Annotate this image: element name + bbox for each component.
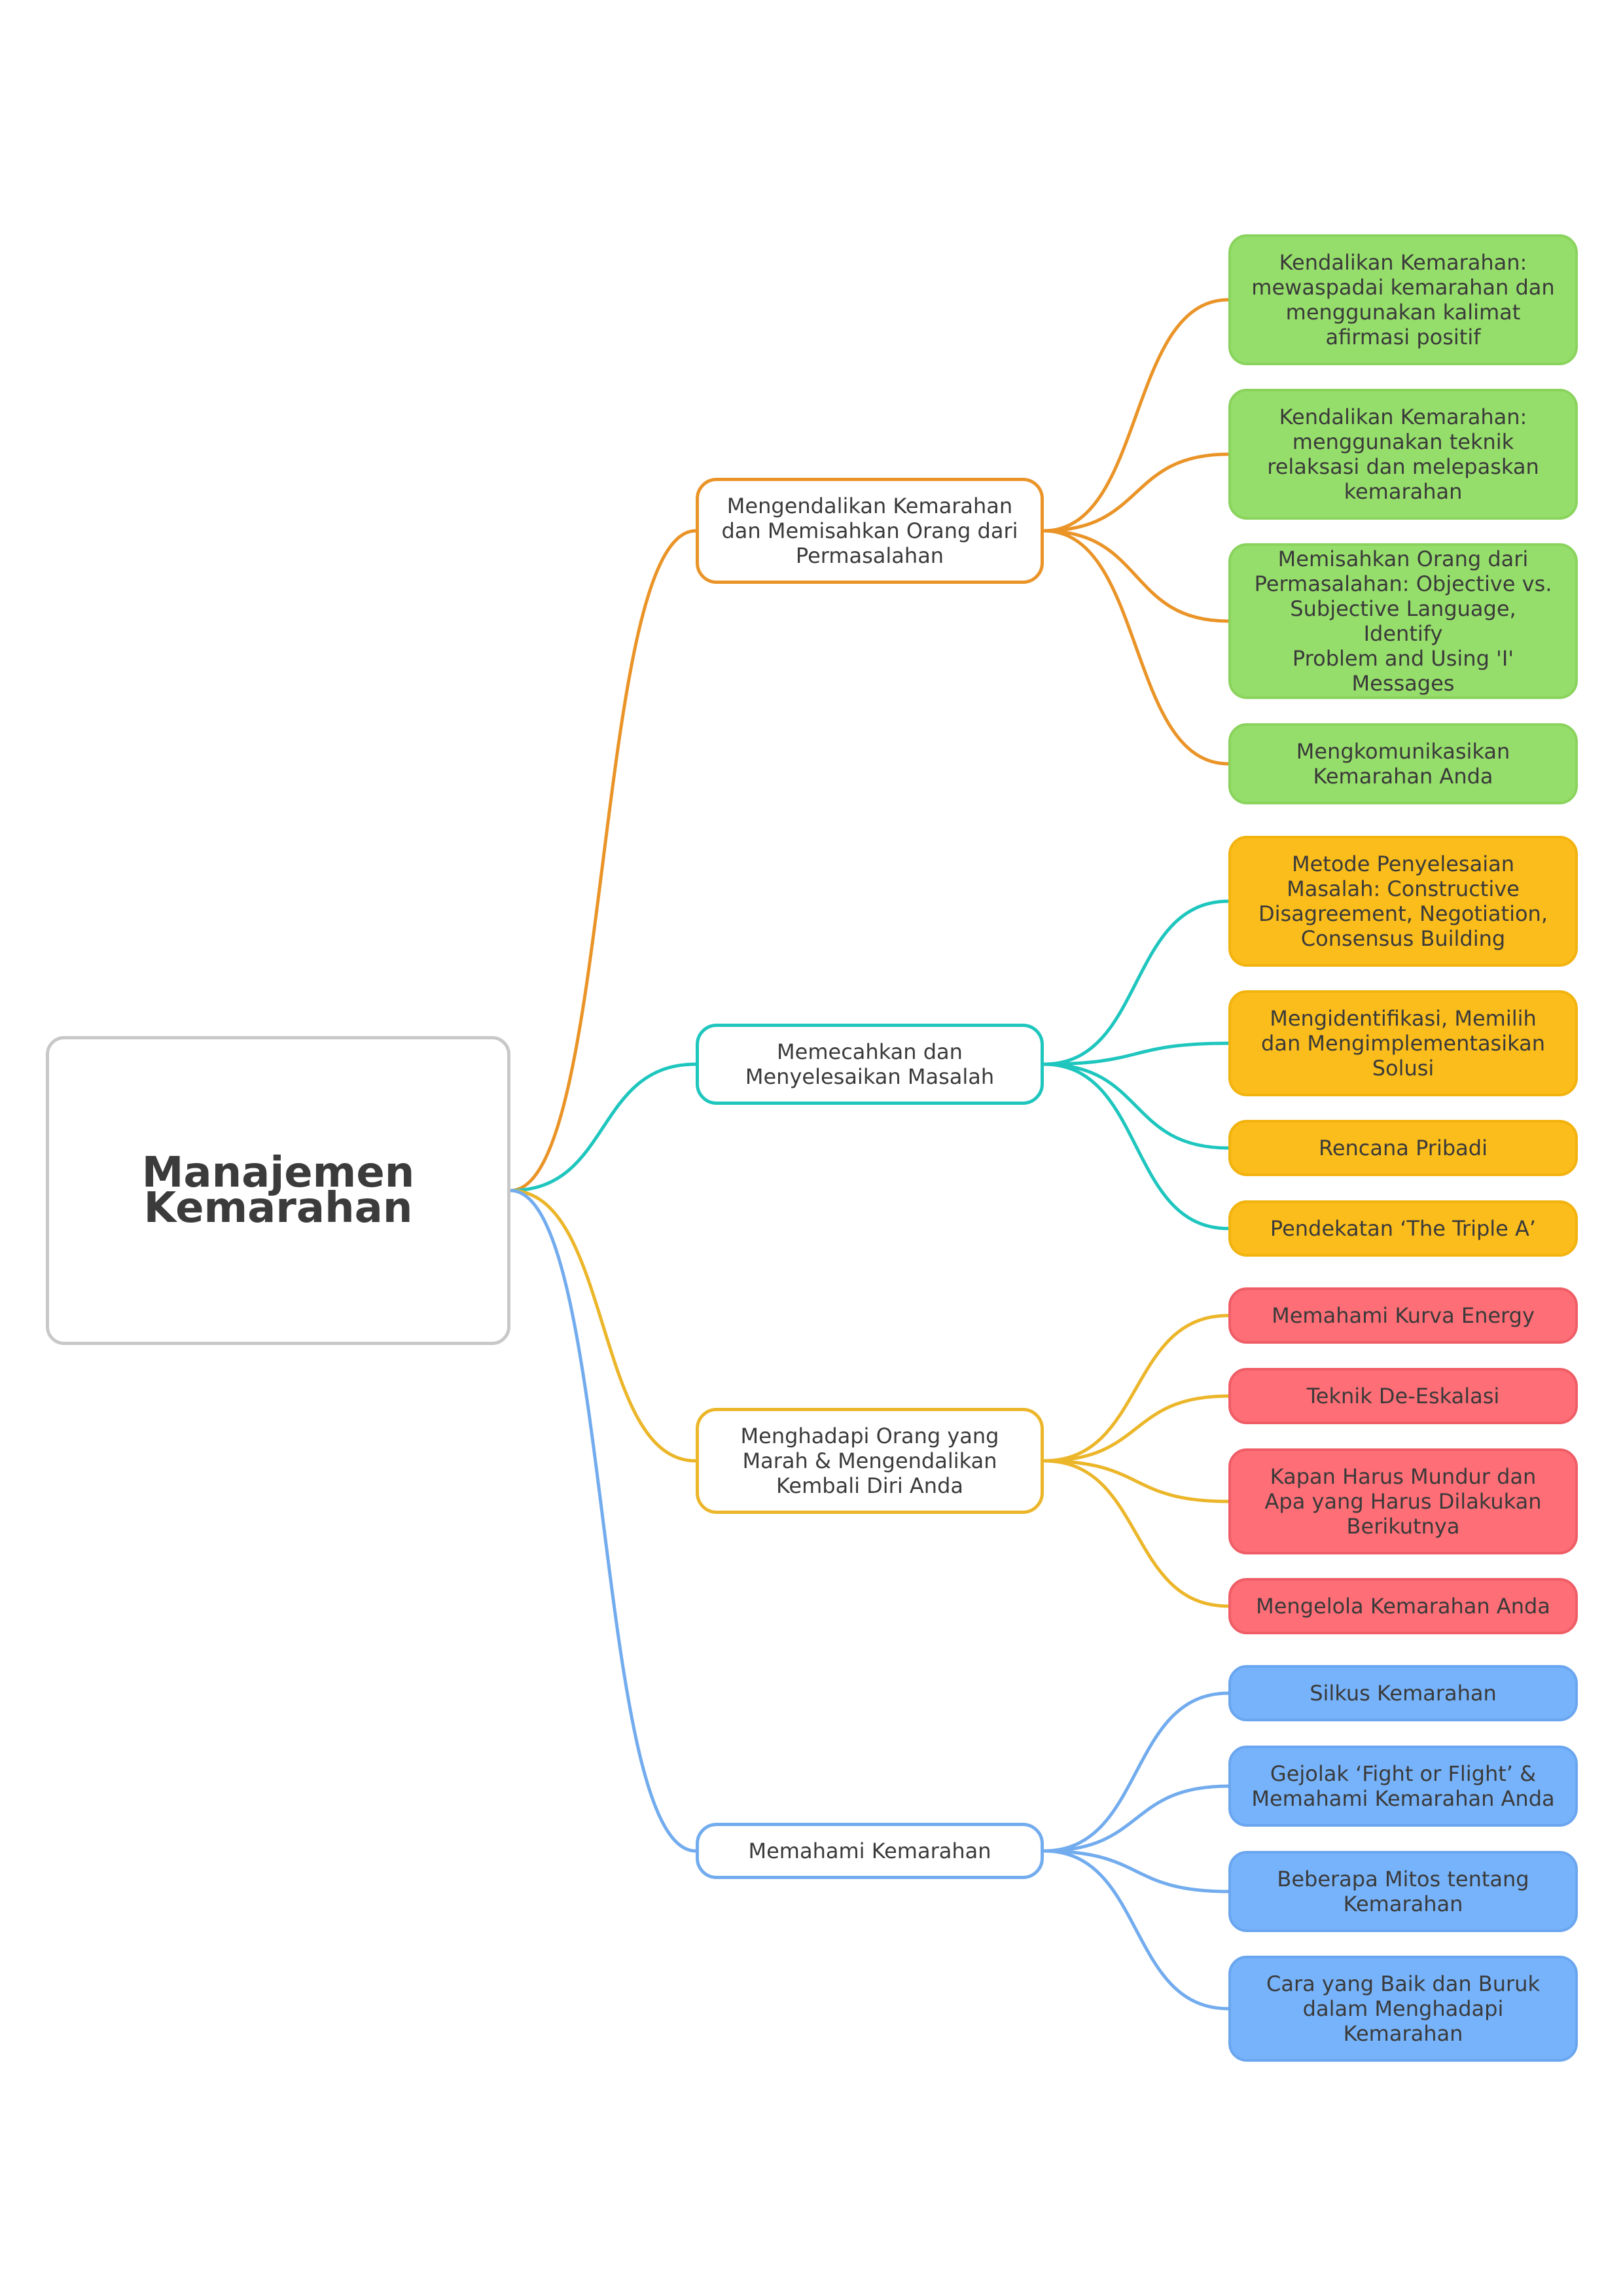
leaf-topic-2-0[interactable]: Memahami Kurva Energy <box>1228 1287 1578 1344</box>
branch-topic-1[interactable]: Memecahkan dan Menyelesaikan Masalah <box>696 1024 1044 1105</box>
leaf-topic-0-1[interactable]: Kendalikan Kemarahan: menggunakan teknik… <box>1228 389 1578 520</box>
connector-branch-3-leaf-3 <box>1042 1849 1230 2011</box>
leaf-topic-2-2[interactable]: Kapan Harus Mundur dan Apa yang Harus Di… <box>1228 1448 1578 1554</box>
branch-topic-3[interactable]: Memahami Kemarahan <box>696 1823 1044 1879</box>
leaf-topic-3-1[interactable]: Gejolak ‘Fight or Flight’ & Memahami Kem… <box>1228 1746 1578 1827</box>
leaf-topic-3-2[interactable]: Beberapa Mitos tentang Kemarahan <box>1228 1851 1578 1932</box>
connector-branch-1-leaf-2 <box>1042 1062 1230 1150</box>
connector-branch-2-leaf-1 <box>1042 1394 1230 1463</box>
leaf-topic-1-3[interactable]: Pendekatan ‘The Triple A’ <box>1228 1200 1578 1257</box>
connector-branch-0-leaf-1 <box>1042 452 1230 533</box>
connector-branch-2-leaf-2 <box>1042 1459 1230 1503</box>
connector-root-branch-1 <box>508 1062 698 1193</box>
connector-branch-1-leaf-1 <box>1042 1041 1230 1066</box>
leaf-topic-0-2[interactable]: Memisahkan Orang dari Permasalahan: Obje… <box>1228 543 1578 699</box>
connector-branch-2-leaf-0 <box>1042 1314 1230 1463</box>
connector-root-branch-0 <box>508 529 698 1193</box>
leaf-topic-3-3[interactable]: Cara yang Baik dan Buruk dalam Menghadap… <box>1228 1956 1578 2062</box>
connector-branch-0-leaf-0 <box>1042 298 1230 533</box>
branch-topic-0[interactable]: Mengendalikan Kemarahan dan Memisahkan O… <box>696 478 1044 584</box>
connector-root-branch-2 <box>508 1189 698 1463</box>
connector-branch-2-leaf-3 <box>1042 1459 1230 1608</box>
leaf-topic-1-1[interactable]: Mengidentifikasi, Memilih dan Mengimplem… <box>1228 990 1578 1096</box>
leaf-topic-3-0[interactable]: Silkus Kemarahan <box>1228 1665 1578 1721</box>
connector-branch-0-leaf-3 <box>1042 529 1230 766</box>
root-topic[interactable]: Manajemen Kemarahan <box>46 1036 510 1345</box>
connector-root-branch-3 <box>508 1189 698 1853</box>
leaf-topic-0-3[interactable]: Mengkomunikasikan Kemarahan Anda <box>1228 723 1578 804</box>
connector-branch-1-leaf-0 <box>1042 899 1230 1066</box>
connector-branch-3-leaf-1 <box>1042 1784 1230 1853</box>
connector-branch-1-leaf-3 <box>1042 1062 1230 1230</box>
leaf-topic-1-0[interactable]: Metode Penyelesaian Masalah: Constructiv… <box>1228 836 1578 967</box>
branch-topic-2[interactable]: Menghadapi Orang yang Marah & Mengendali… <box>696 1408 1044 1514</box>
connector-branch-3-leaf-0 <box>1042 1691 1230 1853</box>
connector-branch-3-leaf-2 <box>1042 1849 1230 1893</box>
leaf-topic-2-1[interactable]: Teknik De-Eskalasi <box>1228 1368 1578 1424</box>
connector-branch-0-leaf-2 <box>1042 529 1230 623</box>
leaf-topic-0-0[interactable]: Kendalikan Kemarahan: mewaspadai kemarah… <box>1228 234 1578 365</box>
leaf-topic-2-3[interactable]: Mengelola Kemarahan Anda <box>1228 1578 1578 1634</box>
leaf-topic-1-2[interactable]: Rencana Pribadi <box>1228 1120 1578 1176</box>
